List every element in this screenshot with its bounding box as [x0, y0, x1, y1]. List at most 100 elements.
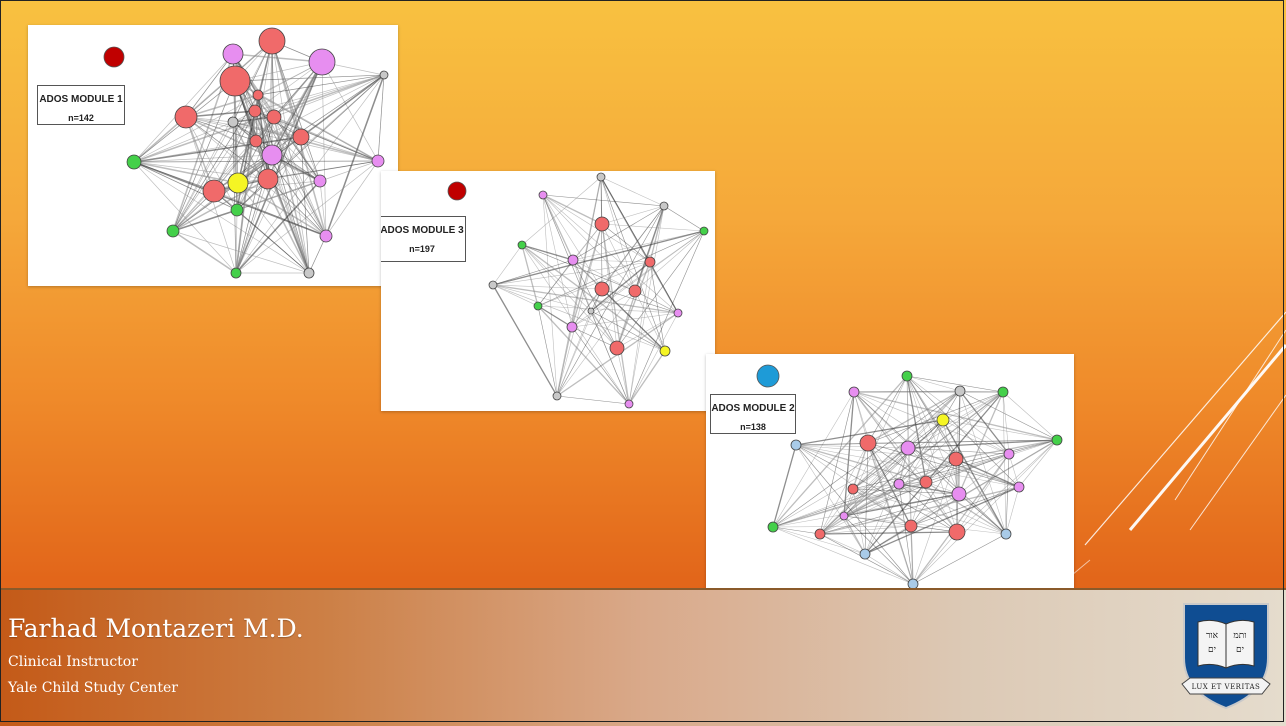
network-node [313, 174, 327, 188]
network-edge [537, 230, 705, 307]
network-edge [537, 305, 558, 397]
network-node [839, 511, 849, 521]
network-edge [235, 178, 269, 274]
network-edge [185, 116, 215, 192]
network-edge [772, 526, 866, 555]
network-edge [772, 526, 914, 585]
network-node [848, 386, 860, 398]
network-edge [492, 284, 603, 290]
network-edge [600, 176, 603, 290]
network-edge [542, 194, 636, 292]
network-node [1003, 448, 1015, 460]
network-edge [663, 205, 705, 232]
network-edge [172, 230, 310, 274]
network-edge [556, 326, 573, 397]
network-node [790, 439, 802, 451]
network-edge [600, 176, 666, 352]
network-panel-module-3: ADOS MODULE 3 n=197 [381, 171, 715, 411]
legend-marker-dot [447, 181, 467, 201]
network-edge [133, 40, 273, 163]
network-edge [492, 244, 523, 286]
network-node [1051, 434, 1063, 446]
network-edge [571, 326, 618, 349]
network-node [628, 284, 642, 298]
network-edge [628, 261, 651, 405]
network-edge [772, 390, 961, 528]
network-edge [906, 375, 958, 533]
network-edge [958, 453, 1010, 495]
network-edge [537, 305, 679, 314]
network-edge [273, 116, 327, 237]
network-node [699, 226, 709, 236]
network-edge [556, 288, 603, 397]
network-edge [185, 116, 257, 142]
network-edge [267, 178, 327, 237]
network-edge [959, 390, 1004, 393]
network-edge [634, 230, 705, 292]
network-edge [907, 447, 1020, 488]
network-edge [616, 347, 630, 405]
network-edge [843, 493, 960, 517]
network-edge [236, 61, 323, 211]
network-edge [843, 515, 866, 555]
network-edge [236, 180, 321, 211]
network-edge [213, 61, 323, 192]
network-node [951, 486, 967, 502]
network-node [292, 128, 310, 146]
network-edge [492, 230, 705, 286]
network-edge [906, 375, 1020, 488]
network-node [552, 391, 562, 401]
network-edge [910, 419, 944, 527]
network-edge [843, 483, 900, 517]
network-edge [864, 442, 869, 555]
logo-motto: LUX ET VERITAS [1192, 683, 1261, 691]
presenter-name: Farhad Montazeri M.D. [8, 614, 304, 643]
network-edge [843, 515, 914, 585]
network-node [814, 528, 826, 540]
network-edge [772, 444, 797, 528]
network-node [261, 144, 283, 166]
network-edge [912, 533, 1007, 585]
network-edge [819, 533, 866, 555]
network-edge [267, 160, 379, 180]
network-edge [521, 244, 592, 312]
network-node [659, 201, 669, 211]
network-edge [628, 230, 705, 405]
network-edge [795, 419, 944, 446]
network-node [596, 172, 606, 182]
network-edge [772, 391, 1004, 528]
network-edge [133, 161, 239, 184]
network-node [257, 168, 279, 190]
network-edge [867, 442, 927, 483]
network-edge [1005, 453, 1010, 535]
network-edge [521, 244, 666, 352]
network-panel-module-2: ADOS MODULE 2 n=138 [706, 354, 1074, 594]
network-edge [257, 94, 379, 162]
network-node [893, 478, 905, 490]
network-edge [321, 61, 379, 162]
network-edge [133, 154, 273, 163]
network-node [371, 154, 385, 168]
network-edge [906, 375, 927, 483]
network-edge [572, 230, 705, 261]
network-edge [942, 419, 1007, 535]
network-edge [772, 483, 900, 528]
network-node [258, 27, 286, 55]
network-edge [819, 481, 927, 535]
network-edge [958, 493, 1007, 535]
network-edge [556, 290, 636, 397]
network-edge [772, 481, 927, 528]
network-edge [852, 488, 960, 495]
network-node [379, 70, 389, 80]
network-edges [133, 40, 385, 274]
network-edge [325, 160, 379, 237]
network-edge [319, 180, 327, 237]
network-node [900, 440, 916, 456]
presenter-organization: Yale Child Study Center [8, 680, 178, 696]
network-edge [864, 391, 1004, 555]
network-edge [959, 390, 1058, 441]
network-node [659, 345, 671, 357]
network-node [319, 229, 333, 243]
network-node [230, 203, 244, 217]
network-panel-module-1: ADOS MODULE 1 n=142 [28, 25, 398, 286]
